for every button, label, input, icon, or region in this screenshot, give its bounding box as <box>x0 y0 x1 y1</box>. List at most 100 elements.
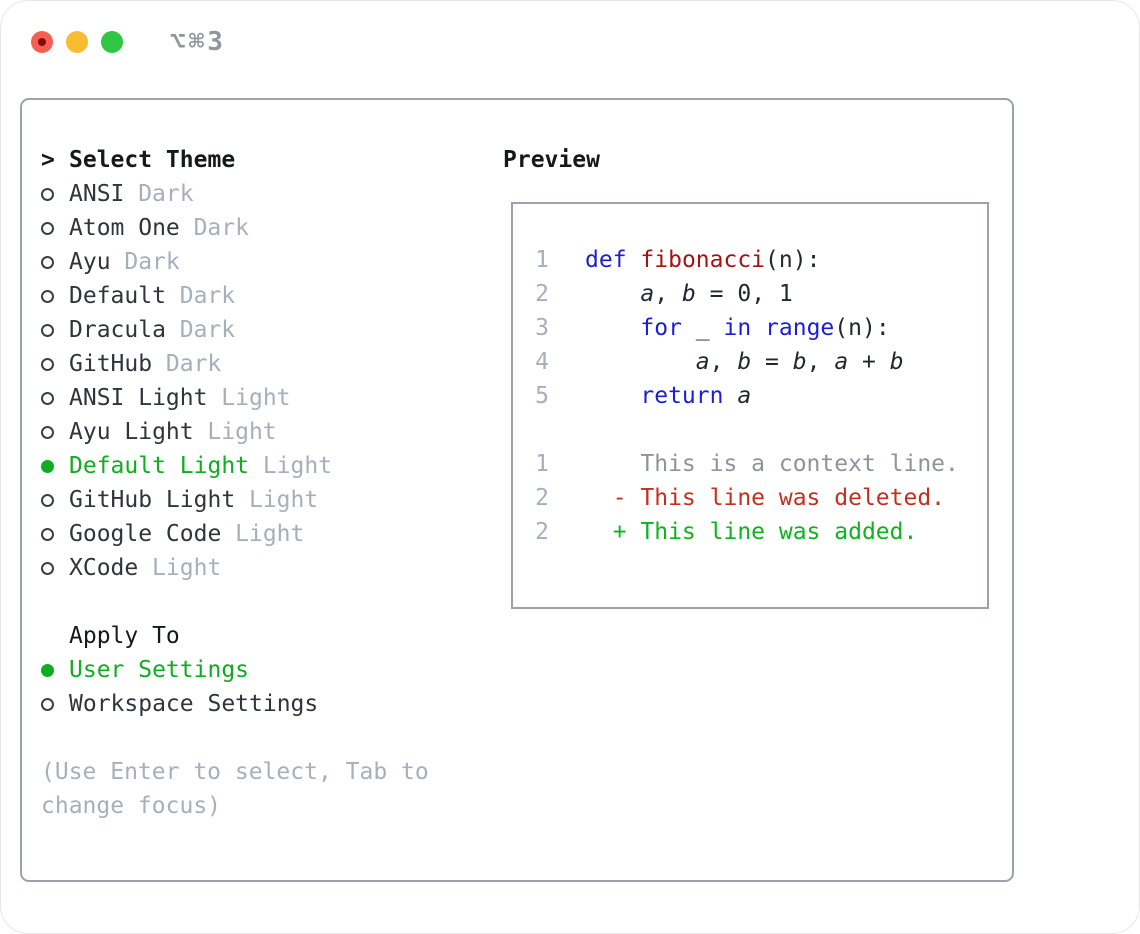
code-token: , <box>806 349 835 375</box>
theme-name: GitHub <box>69 351 153 377</box>
theme-variant: Light <box>207 419 277 445</box>
theme-name: Default Light <box>69 453 250 479</box>
code-token: fibonacci <box>640 247 766 273</box>
keyboard-hint: (Use Enter to select, Tab to change focu… <box>41 759 429 819</box>
radio-icon <box>41 187 69 201</box>
theme-name: XCode <box>69 555 139 581</box>
code-token <box>585 281 640 307</box>
code-token: = 0, 1 <box>695 281 793 307</box>
code-line: 4 a, b = b, a + b <box>531 345 959 379</box>
code-token: b <box>792 349 807 375</box>
line-number: 2 <box>535 485 549 511</box>
theme-option[interactable]: ANSI Dark <box>41 177 443 211</box>
radio-selected-icon <box>41 459 69 473</box>
code-token: range <box>765 315 835 341</box>
radio-icon <box>41 221 69 235</box>
radio-icon <box>41 255 69 269</box>
zoom-button-icon[interactable] <box>101 31 123 53</box>
theme-name: GitHub Light <box>69 487 236 513</box>
theme-variant: Light <box>262 453 333 479</box>
theme-variant: Dark <box>124 249 180 275</box>
line-number: 2 <box>535 519 549 545</box>
line-number: 3 <box>535 315 549 341</box>
code-token: _ <box>681 315 724 341</box>
theme-name: ANSI Light <box>69 385 208 411</box>
code-token: , <box>709 349 738 375</box>
select-theme-header: > Select Theme <box>41 143 443 177</box>
line-number: 2 <box>535 281 549 307</box>
theme-variant: Light <box>221 385 291 411</box>
theme-name: Ayu <box>69 249 111 275</box>
prompt-caret-icon: > <box>41 147 55 173</box>
theme-option[interactable]: ANSI Light Light <box>41 381 443 415</box>
apply-to-header: Apply To <box>41 619 443 653</box>
radio-icon <box>41 561 69 575</box>
code-token: This is a context line. <box>585 451 959 477</box>
apply-option[interactable]: User Settings <box>41 653 443 687</box>
radio-selected-icon <box>41 663 69 677</box>
close-button-icon[interactable] <box>31 31 53 53</box>
code-line: 3 for _ in range(n): <box>531 311 959 345</box>
code-token: (n): <box>765 247 821 273</box>
code-line: 2 - This line was deleted. <box>531 481 959 515</box>
theme-variant: Dark <box>138 181 194 207</box>
code-token: a <box>737 383 752 409</box>
spacer <box>41 721 443 755</box>
code-token: return <box>640 383 724 409</box>
radio-icon <box>41 391 69 405</box>
code-line: 1 This is a context line. <box>531 447 959 481</box>
code-token <box>627 247 641 273</box>
code-token: - This line was deleted. <box>585 485 946 511</box>
line-number: 1 <box>535 247 549 273</box>
theme-option[interactable]: Ayu Dark <box>41 245 443 279</box>
code-token: for <box>640 315 682 341</box>
radio-icon <box>41 527 69 541</box>
preview-pane: 1 def fibonacci(n): 2 a, b = 0, 1 3 for _ i… <box>511 202 989 609</box>
theme-option[interactable]: Atom One Dark <box>41 211 443 245</box>
code-token <box>585 315 640 341</box>
radio-icon <box>41 493 69 507</box>
code-token: b <box>681 281 696 307</box>
code-token: = <box>751 349 793 375</box>
code-token: b <box>737 349 752 375</box>
theme-variant: Dark <box>179 317 236 343</box>
code-token: in <box>723 315 752 341</box>
theme-name: Atom One <box>69 215 180 241</box>
window-title: ⌥⌘3 <box>170 27 226 57</box>
code-token: , <box>654 281 682 307</box>
radio-icon <box>41 289 69 303</box>
minimize-button-icon[interactable] <box>66 31 88 53</box>
code-preview: 1 def fibonacci(n): 2 a, b = 0, 1 3 for _ i… <box>531 243 959 549</box>
code-token: b <box>889 349 904 375</box>
theme-option[interactable]: Default Light Light <box>41 449 443 483</box>
code-line <box>531 413 959 447</box>
radio-icon <box>41 357 69 371</box>
apply-option[interactable]: Workspace Settings <box>41 687 443 721</box>
code-token: def <box>585 247 627 273</box>
code-line: 5 return a <box>531 379 959 413</box>
line-number: 1 <box>535 451 549 477</box>
radio-icon <box>41 323 69 337</box>
radio-icon <box>41 697 69 711</box>
code-token: a <box>640 281 655 307</box>
theme-name: ANSI <box>69 181 125 207</box>
apply-option-label: User Settings <box>69 657 250 683</box>
code-token <box>723 383 737 409</box>
theme-variant: Dark <box>193 215 249 241</box>
theme-option[interactable]: GitHub Dark <box>41 347 443 381</box>
theme-variant: Dark <box>165 351 222 377</box>
code-token: a <box>695 349 710 375</box>
code-line: 2 + This line was added. <box>531 515 959 549</box>
theme-variant: Dark <box>179 283 236 309</box>
